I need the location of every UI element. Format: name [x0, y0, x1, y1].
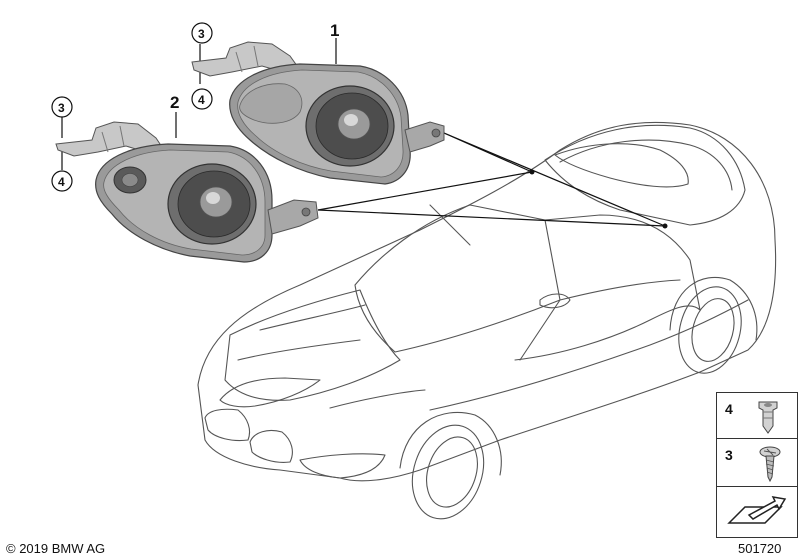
- svg-text:3: 3: [198, 27, 205, 41]
- legend-cell-nut-clip[interactable]: 4: [716, 392, 798, 440]
- legend-cell-flip-arrow[interactable]: [716, 486, 798, 538]
- callout-clip-lower: 4: [51, 170, 73, 192]
- tapping-screw-icon: [759, 446, 781, 483]
- legend-number: 3: [725, 447, 733, 463]
- callout-part-2: 2: [170, 93, 179, 112]
- leader-endpoint-dot: [662, 223, 668, 229]
- diagram-id: 501720: [738, 541, 782, 556]
- car-outline-illustration: [197, 121, 777, 520]
- callout-screw-lower: 3: [51, 96, 73, 118]
- legend-number: 4: [725, 401, 733, 417]
- nut-clip-icon: [758, 401, 778, 434]
- copyright-notice: © 2019 BMW AG: [6, 541, 106, 556]
- leader-endpoint-dot: [529, 169, 535, 175]
- speaker-assembly-1[interactable]: [191, 41, 445, 185]
- svg-text:4: 4: [58, 175, 65, 189]
- parts-legend-panel: 4 3: [716, 392, 798, 542]
- callout-part-1: 1: [330, 21, 339, 40]
- flip-arrow-icon: [727, 496, 787, 524]
- callout-screw-upper: 3: [191, 22, 213, 44]
- leader-lines: [61, 38, 666, 227]
- svg-text:4: 4: [198, 93, 205, 107]
- speaker-assembly-2[interactable]: [55, 121, 319, 263]
- callout-clip-upper: 4: [191, 88, 213, 110]
- legend-cell-tapping-screw[interactable]: 3: [716, 438, 798, 488]
- svg-text:3: 3: [58, 101, 65, 115]
